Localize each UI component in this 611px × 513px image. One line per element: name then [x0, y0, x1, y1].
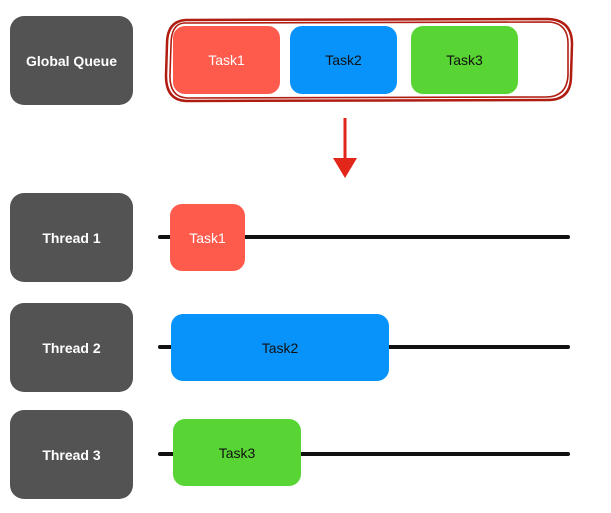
thread-3-label: Thread 3: [10, 410, 133, 499]
queue-task3: Task3: [411, 26, 518, 94]
thread-2-label: Thread 2: [10, 303, 133, 392]
thread-1-timeline: [158, 235, 570, 239]
global-queue-label: Global Queue: [10, 16, 133, 105]
thread-3-task: Task3: [173, 419, 301, 486]
thread-3-timeline: [158, 452, 570, 456]
queue-task2: Task2: [290, 26, 397, 94]
thread-1-label: Thread 1: [10, 193, 133, 282]
queue-task1: Task1: [173, 26, 280, 94]
thread-1-task: Task1: [170, 204, 245, 271]
thread-2-task: Task2: [171, 314, 389, 381]
arrow-head: [333, 158, 357, 178]
